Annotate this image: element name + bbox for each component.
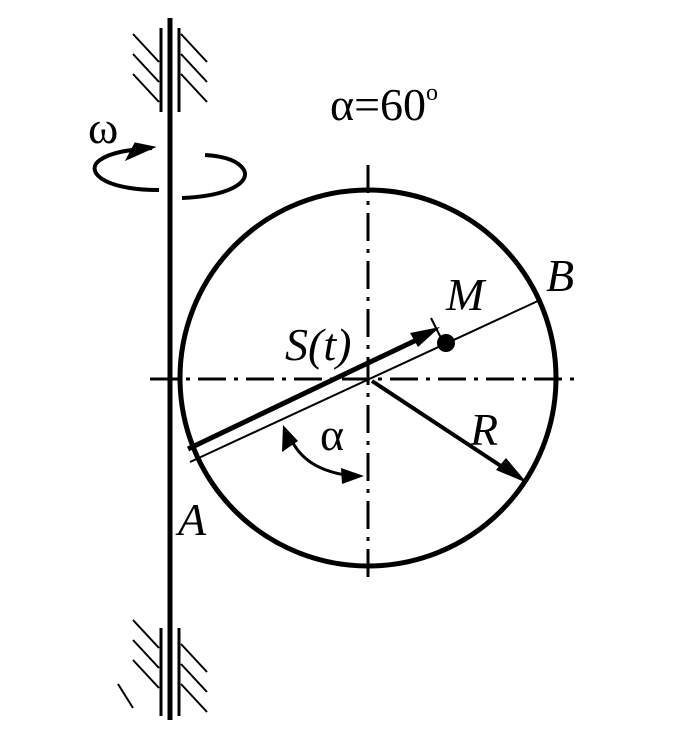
angle-alpha-arrowhead-top [282, 425, 298, 452]
radius-line [370, 379, 512, 474]
path-s-vector [345, 333, 427, 376]
angle-value-label: α=60o [330, 79, 438, 130]
omega-label: ω [88, 102, 118, 153]
point-b-label: B [546, 250, 574, 301]
path-s-arrowhead [410, 327, 440, 347]
rotation-arrow [92, 142, 247, 200]
point-m [437, 334, 455, 352]
point-m-label: M [445, 269, 487, 320]
path-s-label: S(t) [285, 319, 351, 370]
radius-arrowhead [496, 458, 527, 483]
upper-bearing [132, 28, 208, 112]
path-s-end-tick [430, 317, 442, 339]
chord-ab [189, 299, 541, 463]
radius-label: R [469, 404, 498, 455]
lower-bearing-right-hatching [180, 643, 208, 713]
lower-bearing-left-hatching [117, 619, 160, 709]
upper-bearing-left-hatching [132, 33, 160, 103]
path-s-line [186, 370, 349, 452]
angle-alpha-arrowhead-bottom [341, 468, 364, 484]
upper-bearing-right-hatching [180, 33, 208, 103]
point-a-label: A [175, 494, 207, 545]
lower-bearing [117, 619, 208, 716]
angle-alpha-label: α [320, 409, 344, 460]
